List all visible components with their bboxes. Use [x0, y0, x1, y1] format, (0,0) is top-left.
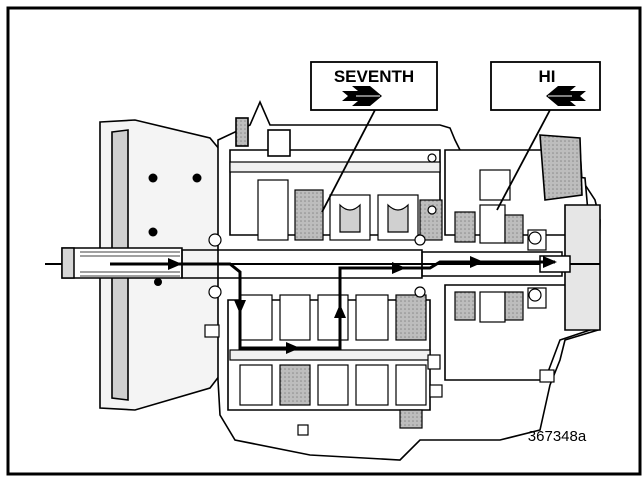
housing-hardware [204, 324, 555, 436]
callout-hi-label: HI [539, 67, 556, 86]
output-flange [564, 204, 601, 331]
callout-hi-box [490, 61, 601, 111]
callout-seventh-label: SEVENTH [334, 67, 414, 86]
main-shaft [45, 247, 600, 279]
flow-arrow-5 [392, 262, 406, 274]
upper-countershaft-gears [229, 161, 443, 241]
callout-hi-leader [496, 109, 551, 211]
arrow-left-icon [546, 86, 586, 106]
flow-arrow-2 [234, 300, 246, 314]
flow-arrow-7 [543, 256, 557, 268]
power-flow-path [110, 260, 555, 350]
flow-arrow-3 [286, 342, 300, 354]
bell-housing-bolts [148, 173, 202, 286]
callout-seventh: SEVENTH [310, 61, 438, 213]
callout-seventh-leader [321, 109, 376, 213]
lower-countershaft-gears [229, 294, 431, 406]
bearings [208, 153, 542, 302]
arrow-right-icon [342, 86, 382, 106]
flow-arrow-1 [168, 258, 182, 270]
callout-hi: HI [490, 61, 601, 211]
flow-arrow-6 [470, 256, 484, 268]
figure-border [6, 6, 642, 476]
flow-arrow-4 [334, 304, 346, 318]
power-flow-arrows [168, 256, 557, 354]
figure-id: 367348a [528, 428, 587, 445]
